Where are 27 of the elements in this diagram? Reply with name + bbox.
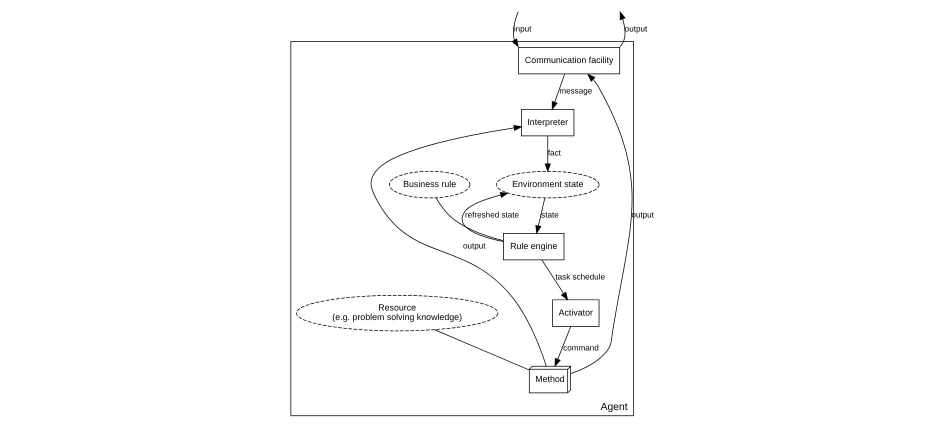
node-box: Activator (552, 299, 599, 327)
arrow (461, 192, 509, 242)
arrow (544, 136, 550, 172)
edge-label: refreshed state (464, 210, 519, 220)
edge-label: command (562, 344, 598, 353)
node-box: Communication facility (518, 46, 620, 74)
arrow (534, 198, 545, 234)
edge-label: task schedule (554, 272, 605, 282)
arrow (370, 124, 546, 366)
edge-label: output (624, 24, 647, 34)
arrow (541, 260, 568, 301)
node-box: Rule engine (502, 232, 564, 260)
edge-label: fact (547, 148, 560, 158)
node-box: Interpreter (520, 108, 574, 136)
node-ellipse: Business rule (388, 170, 470, 198)
arrow (570, 73, 632, 374)
edge-label: output (462, 242, 486, 251)
edge-label: message (558, 86, 592, 96)
edge-label: state (540, 210, 558, 220)
connector (435, 197, 504, 241)
edge-label: input (513, 24, 531, 34)
arrow (619, 10, 626, 47)
arrow (554, 326, 571, 368)
arrow (511, 12, 518, 48)
node-ellipse: Resource (e.g. problem solving knowledge) (296, 294, 498, 332)
arrow (551, 74, 564, 110)
connector (433, 329, 529, 370)
